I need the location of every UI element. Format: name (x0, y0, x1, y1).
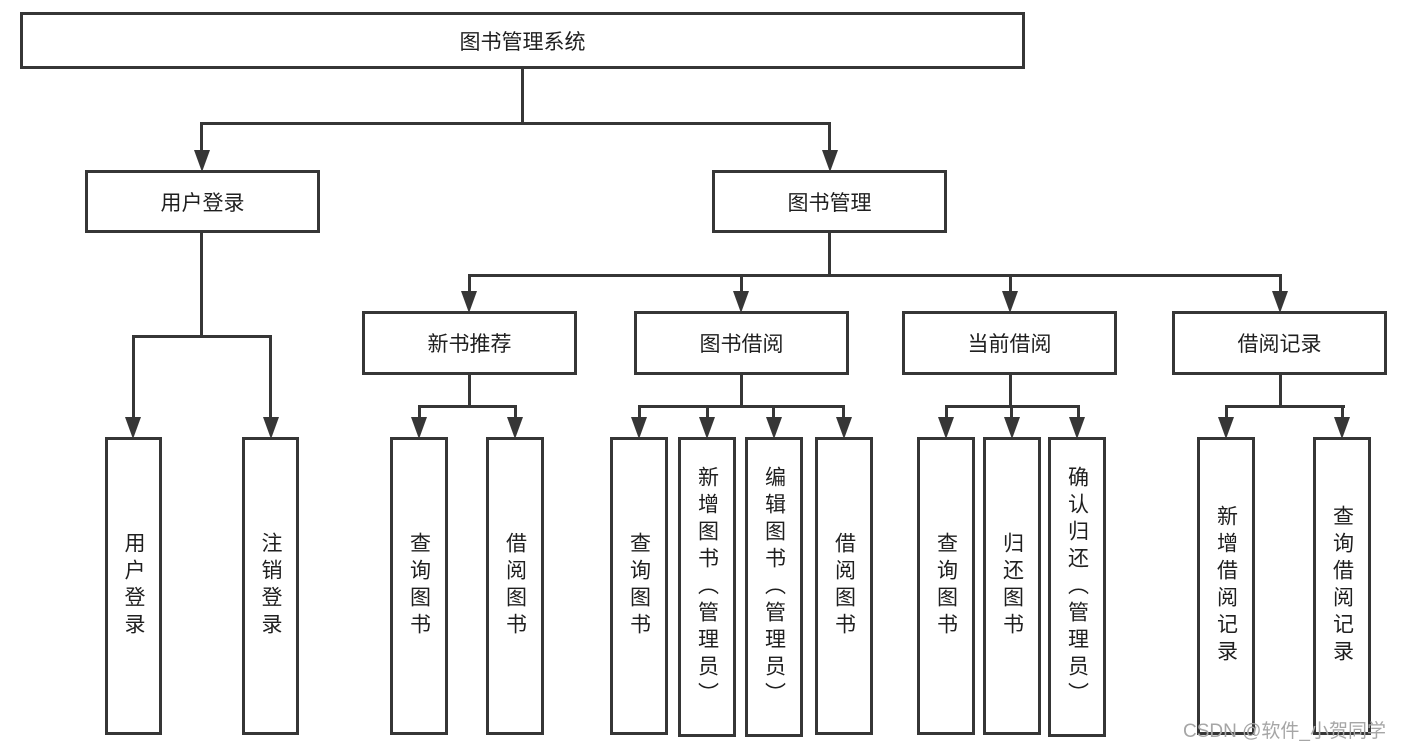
connector-stem (514, 405, 517, 417)
arrow-down-icon (194, 150, 210, 172)
leaf-label: 查询图书 (627, 532, 651, 640)
leaf-user-login: 用户登录 (105, 437, 162, 735)
arrow-down-icon (733, 291, 749, 313)
node-root-label: 图书管理系统 (459, 30, 586, 54)
connector-stem (740, 274, 743, 293)
connector-branch-borrow (638, 405, 845, 408)
arrow-down-icon (766, 417, 782, 439)
node-label: 用户登录 (160, 191, 245, 215)
node-label: 借阅记录 (1237, 333, 1322, 356)
node-root: 图书管理系统 (20, 12, 1025, 69)
connector-records-down (1279, 375, 1282, 407)
leaf-logout: 注销登录 (242, 437, 299, 735)
connector-stem (706, 405, 709, 417)
node-current-borrow: 当前借阅 (902, 311, 1117, 375)
connector-branch-recommend (418, 405, 517, 408)
connector-stem (1077, 405, 1080, 417)
connector-stem (1010, 405, 1013, 417)
leaf-label: 查询借阅记录 (1330, 505, 1354, 667)
arrow-down-icon (1002, 291, 1018, 313)
watermark: CSDN @软件_小贺同学 (1183, 721, 1386, 742)
arrow-down-icon (938, 417, 954, 439)
arrow-down-icon (507, 417, 523, 439)
leaf-query-borrow-record: 查询借阅记录 (1313, 437, 1371, 735)
connector-stem (132, 335, 135, 417)
leaf-add-borrow-record: 新增借阅记录 (1197, 437, 1255, 735)
connector-root-stub (521, 69, 524, 123)
node-book-management: 图书管理 (712, 170, 947, 233)
leaf-label: 借阅图书 (832, 532, 856, 640)
arrow-down-icon (699, 417, 715, 439)
arrow-down-icon (125, 417, 141, 439)
leaf-label: 归还图书 (1000, 532, 1024, 640)
connector-recommend-down (468, 375, 471, 407)
node-user-login: 用户登录 (85, 170, 320, 233)
arrow-down-icon (461, 291, 477, 313)
arrow-down-icon (822, 150, 838, 172)
connector-stem-login (200, 122, 203, 152)
leaf-label: 确认归还（管理员） (1065, 465, 1089, 709)
leaf-label: 查询图书 (407, 532, 431, 640)
leaf-edit-books-admin: 编辑图书（管理员） (745, 437, 803, 737)
node-label: 当前借阅 (967, 333, 1052, 356)
node-label: 图书管理 (787, 191, 872, 215)
node-new-book-recommend: 新书推荐 (362, 311, 577, 375)
arrow-down-icon (1069, 417, 1085, 439)
connector-stem (269, 335, 272, 417)
connector-current-down (1009, 375, 1012, 407)
leaf-borrow-books: 借阅图书 (815, 437, 873, 735)
connector-mgmt-down (828, 233, 831, 277)
arrow-down-icon (411, 417, 427, 439)
arrow-down-icon (1004, 417, 1020, 439)
arrow-down-icon (1334, 417, 1350, 439)
leaf-add-books-admin: 新增图书（管理员） (678, 437, 736, 737)
leaf-label: 新增图书（管理员） (695, 465, 719, 709)
leaf-confirm-return-admin: 确认归还（管理员） (1048, 437, 1106, 737)
leaf-return-books: 归还图书 (983, 437, 1041, 735)
node-borrow-records: 借阅记录 (1172, 311, 1387, 375)
connector-stem (638, 405, 641, 417)
connector-stem (772, 405, 775, 417)
node-label: 图书借阅 (699, 333, 784, 356)
connector-branch-level2 (200, 122, 831, 125)
connector-stem (468, 274, 471, 293)
connector-borrow-down (740, 375, 743, 407)
leaf-label: 新增借阅记录 (1214, 505, 1238, 667)
connector-stem-mgmt (828, 122, 831, 152)
arrow-down-icon (1218, 417, 1234, 439)
connector-stem (1341, 405, 1344, 417)
connector-stem (1225, 405, 1228, 417)
connector-branch-level3 (468, 274, 1282, 277)
connector-branch-login (132, 335, 272, 338)
leaf-label: 用户登录 (122, 532, 145, 640)
leaf-query-books-current: 查询图书 (917, 437, 975, 735)
connector-branch-records (1225, 405, 1345, 408)
leaf-label: 查询图书 (934, 532, 958, 640)
connector-login-down (200, 233, 203, 337)
arrow-down-icon (263, 417, 279, 439)
connector-stem (842, 405, 845, 417)
leaf-query-books-borrow: 查询图书 (610, 437, 668, 735)
leaf-label: 注销登录 (259, 532, 282, 640)
connector-stem (945, 405, 948, 417)
leaf-query-books-recommend: 查询图书 (390, 437, 448, 735)
connector-stem (418, 405, 421, 417)
arrow-down-icon (1272, 291, 1288, 313)
arrow-down-icon (631, 417, 647, 439)
connector-stem (1009, 274, 1012, 293)
connector-stem (1279, 274, 1282, 293)
node-label: 新书推荐 (427, 333, 512, 356)
leaf-label: 借阅图书 (503, 532, 527, 640)
arrow-down-icon (836, 417, 852, 439)
leaf-borrow-books-recommend: 借阅图书 (486, 437, 544, 735)
node-book-borrow: 图书借阅 (634, 311, 849, 375)
leaf-label: 编辑图书（管理员） (762, 465, 786, 709)
